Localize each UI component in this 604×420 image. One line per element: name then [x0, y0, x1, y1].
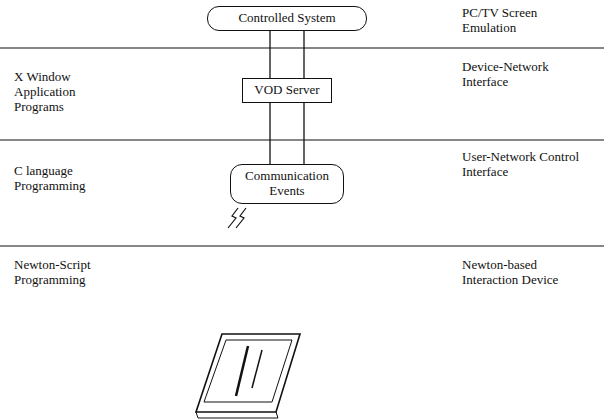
- event-box: Communication Events: [230, 164, 344, 204]
- layer-label: X Window Application Programs: [14, 70, 94, 115]
- system-box: Controlled System: [207, 6, 367, 31]
- layer-label: Newton-based Interaction Device: [462, 258, 582, 288]
- server-box: VOD Server: [242, 78, 332, 103]
- node-text: Communication Events: [242, 169, 332, 199]
- layer-divider: [0, 139, 604, 140]
- node-text: VOD Server: [253, 83, 321, 98]
- layer-label: Device-Network Interface: [462, 60, 587, 90]
- connector-line: [269, 31, 270, 78]
- wireless-link: [228, 208, 246, 228]
- layer-divider: [0, 47, 604, 48]
- layer-label: C language Programming: [14, 164, 94, 194]
- connector-line: [303, 103, 304, 164]
- connector-line: [269, 103, 270, 164]
- layer-label: PC/TV Screen Emulation: [462, 6, 587, 36]
- connector-line: [303, 31, 304, 78]
- newton-device: [196, 334, 300, 418]
- layer-label: User-Network Control Interface: [462, 150, 587, 180]
- layer-divider: [0, 245, 604, 246]
- layer-label: Newton-Script Programming: [14, 258, 99, 288]
- node-text: Controlled System: [218, 11, 356, 26]
